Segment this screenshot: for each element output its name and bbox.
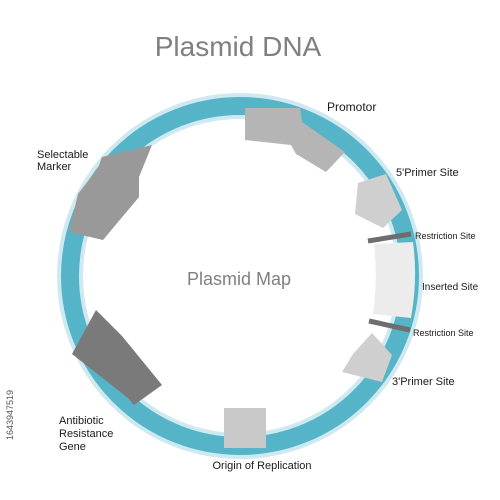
diagram-title: Plasmid DNA <box>155 31 322 62</box>
label-primer5: 5'Primer Site <box>396 167 459 179</box>
label-origin: Origin of Replication <box>212 460 311 472</box>
stock-id: 1643947519 <box>5 390 15 440</box>
label-restriction-site-1: Restriction Site <box>415 231 476 241</box>
promotor-segment <box>245 108 345 172</box>
label-promotor: Promotor <box>327 100 376 114</box>
label-inserted-site: Inserted Site <box>422 282 479 293</box>
label-antibiotic-line-1: Antibiotic <box>59 415 104 427</box>
label-antibiotic-line-2: Resistance <box>59 428 113 440</box>
primer3-segment <box>342 333 392 382</box>
label-antibiotic-line-3: Gene <box>59 441 86 453</box>
origin-segment <box>224 408 266 448</box>
label-primer3: 3'Primer Site <box>392 376 455 388</box>
label-selectable-line-2: Marker <box>37 161 72 173</box>
inserted-segment <box>373 242 416 318</box>
primer5-segment <box>355 174 402 228</box>
restriction-site-2-marker <box>368 318 411 333</box>
selectable-marker-segment <box>69 145 152 240</box>
label-restriction-site-2: Restriction Site <box>413 328 474 338</box>
antibiotic-resistance-segment <box>72 310 162 405</box>
center-label: Plasmid Map <box>187 269 291 289</box>
restriction-site-1-marker <box>367 231 412 244</box>
label-selectable-line-1: Selectable <box>37 149 88 161</box>
